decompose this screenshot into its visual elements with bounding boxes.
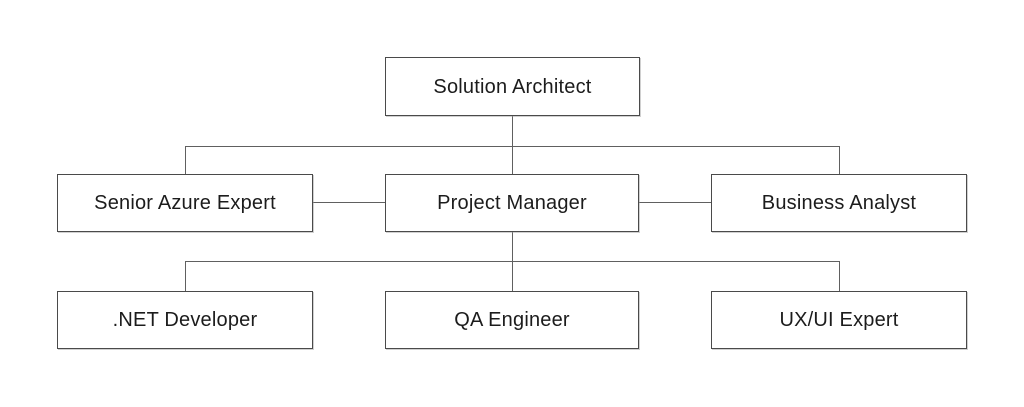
- org-node-label-business-analyst: Business Analyst: [761, 192, 917, 214]
- connector-drop-ux-ui-expert: [839, 261, 840, 291]
- connector-drop-net-developer: [185, 261, 186, 291]
- org-node-business-analyst: Business Analyst: [711, 174, 967, 232]
- org-node-label-ux-ui-expert: UX/UI Expert: [779, 309, 899, 331]
- org-node-senior-azure-expert: Senior Azure Expert: [57, 174, 313, 232]
- org-node-label-solution-architect: Solution Architect: [433, 75, 592, 98]
- org-node-label-qa-engineer: QA Engineer: [454, 309, 570, 331]
- org-node-label-senior-azure-expert: Senior Azure Expert: [94, 192, 276, 214]
- connector-lateral-right: [639, 202, 711, 203]
- org-node-project-manager: Project Manager: [385, 174, 639, 232]
- org-node-solution-architect: Solution Architect: [385, 57, 640, 116]
- connector-pm-down: [512, 232, 513, 261]
- connector-drop-qa-engineer: [512, 261, 513, 291]
- org-node-label-net-developer: .NET Developer: [112, 309, 258, 331]
- connector-drop-project-manager: [512, 146, 513, 174]
- connector-drop-business-analyst: [839, 146, 840, 174]
- org-node-ux-ui-expert: UX/UI Expert: [711, 291, 967, 349]
- connector-lateral-left: [313, 202, 385, 203]
- org-node-label-project-manager: Project Manager: [437, 192, 587, 214]
- connector-root-down: [512, 116, 513, 146]
- org-node-qa-engineer: QA Engineer: [385, 291, 639, 349]
- org-node-net-developer: .NET Developer: [57, 291, 313, 349]
- connector-drop-senior-azure: [185, 146, 186, 174]
